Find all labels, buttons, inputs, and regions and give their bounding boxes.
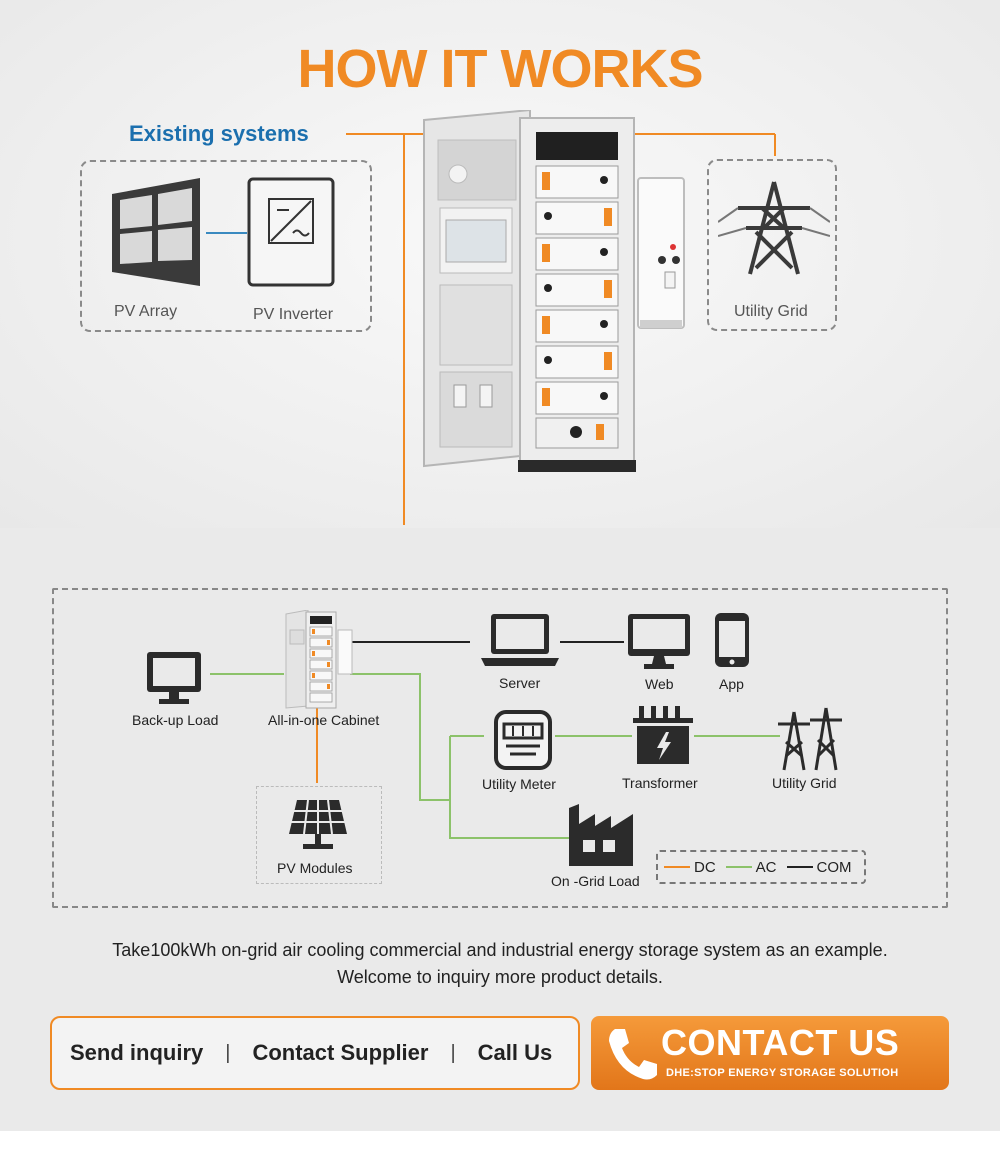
separator: | [450,1041,456,1064]
pv-array-icon [112,178,200,286]
legend-com-label: COM [816,858,852,876]
on-grid-load-label: On -Grid Load [551,873,640,889]
legend-item-dc: DC [664,859,716,876]
example-note: Take100kWh on-grid air cooling commercia… [0,940,1000,961]
server-laptop-icon [481,614,559,666]
pv-inverter-label: PV Inverter [253,306,334,323]
legend: DC AC COM [656,850,866,884]
send-inquiry-link[interactable]: Send inquiry [70,1040,204,1065]
legend-com-swatch [786,866,813,868]
inquiry-actions-bar: Send inquiry | Contact Supplier | Call U… [50,1016,580,1090]
pv-array-label: PV Array [114,303,178,320]
call-us-link[interactable]: Call Us [477,1040,553,1065]
transformer-label: Transformer [622,775,698,791]
existing-systems-box [80,160,372,332]
contact-us-button[interactable]: CONTACT US DHE:STOP ENERGY STORAGE SOLUT… [591,1016,949,1090]
server-label: Server [499,675,541,691]
app-label: App [719,676,744,692]
utility-grid-box [707,159,837,331]
all-in-one-cabinet-image [423,110,685,472]
transformer-icon [633,706,693,764]
app-phone-icon [715,613,749,667]
web-monitor-icon [628,614,690,669]
separator: | [225,1041,231,1064]
pv-modules-label: PV Modules [277,860,353,876]
backup-load-icon [147,652,201,704]
existing-systems-label: Existing systems [129,121,309,146]
contact-supplier-link[interactable]: Contact Supplier [252,1040,429,1065]
legend-dc-label: DC [694,858,716,876]
utility-meter-label: Utility Meter [482,776,556,792]
utility-grid-label: Utility Grid [734,303,808,320]
pv-inverter-icon [247,177,335,287]
note-prefix: Take [112,940,151,960]
contact-us-label: CONTACT US [661,1022,900,1063]
contact-tagline: DHE:STOP ENERGY STORAGE SOLUTIOH [666,1067,899,1079]
top-connectors [206,133,776,525]
phone-icon [609,1029,657,1080]
utility-grid-bottom-label: Utility Grid [772,775,837,791]
utility-grid-tower-icon [718,181,830,275]
legend-item-com: COM [786,858,852,876]
system-connectors [210,641,780,839]
cabinet-label: All-in-one Cabinet [268,712,380,728]
note-capacity-value: 100 [150,940,181,960]
inquiry-note: Welcome to inquiry more product details. [337,967,663,987]
on-grid-load-factory-icon [569,804,633,866]
pv-modules-box [256,786,382,884]
how-it-works-section: HOW IT WORKS Existing systems PV Array P… [0,0,1000,528]
page-title: HOW IT WORKS [297,39,704,99]
note-suffix: kWh on-grid air cooling commercial and i… [180,940,888,960]
legend-ac-swatch [725,866,752,868]
legend-ac-label: AC [755,858,777,876]
pv-modules-icon [289,799,347,849]
legend-dc-swatch [664,866,690,868]
web-label: Web [645,676,674,692]
utility-meter-icon [494,710,552,770]
cabinet-small-icon [285,610,353,709]
system-diagram-box [52,588,948,908]
legend-item-ac: AC [725,858,777,876]
backup-load-label: Back-up Load [132,712,219,728]
system-diagram-section: Back-up Load All-in-one Cabinet P [0,528,1000,1131]
utility-grid-small-icon [778,707,842,771]
